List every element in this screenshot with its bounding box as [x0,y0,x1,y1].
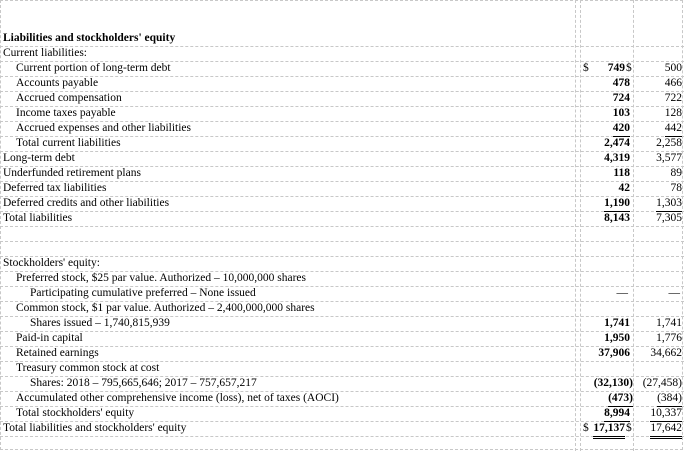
row-label: Accrued compensation [16,92,122,104]
table-row: Treasury common stock at cost [0,361,684,377]
value-2017: 2,258 [656,137,682,149]
row-label: Deferred tax liabilities [3,182,107,194]
table-row: Total stockholders' equity 8,994 10,337 [0,406,684,422]
table-row: Accumulated other comprehensive income (… [0,391,684,407]
table-row: Shares: 2018 – 795,665,646; 2017 – 757,6… [0,376,684,392]
row-label: Total liabilities [3,212,73,224]
row-label: Shares issued – 1,740,815,939 [30,317,170,329]
row-label: Total stockholders' equity [16,407,135,419]
column-divider [580,0,581,451]
blank-row [0,226,684,242]
table-row: Current portion of long-term debt $ 749 … [0,61,684,77]
currency-symbol: $ [583,62,589,74]
table-row: Deferred credits and other liabilities 1… [0,196,684,212]
value-2018: 42 [618,182,631,194]
row-label: Long-term debt [3,152,75,164]
column-divider [633,0,634,451]
section-title: Liabilities and stockholders' equity [3,32,176,44]
currency-symbol: $ [626,62,632,74]
table-row: Shares issued – 1,740,815,939 1,741 1,74… [0,316,684,332]
value-2018: 2,474 [604,137,630,149]
value-2018: — [616,287,629,299]
row-label: Accounts payable [16,77,99,89]
value-2018: 1,190 [604,196,630,212]
value-2018: 4,319 [604,152,630,164]
value-2018: 420 [612,121,630,137]
value-2018: 8,143 [604,212,630,224]
row-label: Current portion of long-term debt [16,62,171,74]
table-row: Income taxes payable 103 128 [0,106,684,122]
value-2017: 1,776 [656,332,682,344]
value-2017: (384) [657,391,682,407]
table-row: Stockholders' equity: [0,256,684,272]
value-2018: 103 [612,107,630,119]
table-row: Common stock, $1 par value. Authorized –… [0,301,684,317]
table-row: Retained earnings 37,906 34,662 [0,346,684,362]
row-label: Paid-in capital [16,332,83,344]
value-2018: 8,994 [604,406,630,422]
row-label: Common stock, $1 par value. Authorized –… [16,302,315,314]
table-row: Deferred tax liabilities 42 78 [0,181,684,197]
value-2018: 478 [612,77,630,89]
column-divider [575,0,576,451]
row-label: Preferred stock, $25 par value. Authoriz… [16,272,306,284]
value-2017: 466 [664,77,682,89]
blank-row [0,241,684,257]
row-label: Current liabilities: [3,47,87,59]
row-label: Shares: 2018 – 795,665,646; 2017 – 757,6… [30,377,257,389]
value-2017: (27,458) [642,377,682,389]
value-2017: 442 [664,121,682,137]
value-2018: 749 [607,62,625,74]
table-row: Underfunded retirement plans 118 89 [0,166,684,182]
row-label: Stockholders' equity: [3,257,100,269]
value-2017: 1,303 [656,196,682,212]
value-2017: 500 [664,62,682,74]
value-2017: 3,577 [656,152,682,164]
value-2017: 1,741 [656,317,682,329]
currency-symbol: $ [583,422,589,434]
value-2018: 724 [612,92,630,104]
value-2017: 34,662 [650,347,682,359]
currency-symbol: $ [626,422,632,434]
row-label: Income taxes payable [16,107,116,119]
value-2018: 1,741 [604,317,630,329]
value-2017: 10,337 [650,406,682,422]
row-label: Participating cumulative preferred – Non… [30,287,256,299]
table-row: Total current liabilities 2,474 2,258 [0,136,684,152]
row-label: Accumulated other comprehensive income (… [16,392,339,404]
value-2018: (473) [608,391,633,407]
value-2017: 128 [664,107,682,119]
table-row: Total liabilities and stockholders' equi… [0,421,684,439]
table-row: Long-term debt 4,319 3,577 [0,151,684,167]
value-2017: 89 [670,167,683,179]
row-label: Treasury common stock at cost [16,362,160,374]
value-2018: 118 [613,167,630,179]
row-label: Total liabilities and stockholders' equi… [3,422,187,434]
value-2017: 7,305 [656,212,682,224]
row-label: Deferred credits and other liabilities [3,197,170,209]
row-label: Accrued expenses and other liabilities [16,122,191,134]
table-row: Current liabilities: [0,46,684,62]
value-2017: 17,642 [650,421,682,439]
row-label: Retained earnings [16,347,99,359]
value-2018: (32,130) [593,377,633,389]
table-row: Preferred stock, $25 par value. Authoriz… [0,271,684,287]
table-row: Participating cumulative preferred – Non… [0,286,684,302]
value-2018: 1,950 [604,332,630,344]
table-row: Accrued expenses and other liabilities 4… [0,121,684,137]
row-label: Total current liabilities [16,137,121,149]
row-label: Underfunded retirement plans [3,167,141,179]
value-2018: 17,137 [593,421,625,439]
value-2017: 78 [670,182,683,194]
table-row: Accounts payable 478 466 [0,76,684,92]
value-2017: — [668,287,681,299]
table-row: Accrued compensation 724 722 [0,91,684,107]
table-row: Total liabilities 8,143 7,305 [0,211,684,227]
value-2017: 722 [664,92,682,104]
title-row: Liabilities and stockholders' equity [0,31,684,47]
value-2018: 37,906 [598,347,630,359]
table-row: Paid-in capital 1,950 1,776 [0,331,684,347]
